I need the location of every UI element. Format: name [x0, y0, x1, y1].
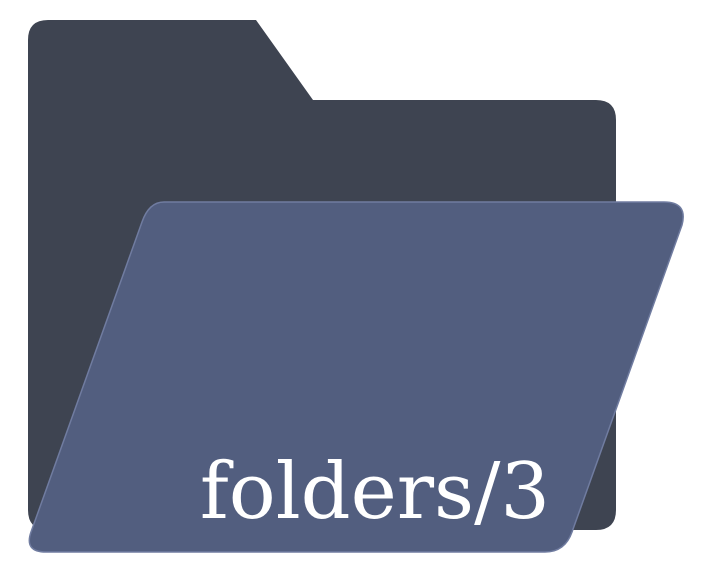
folder-front-panel: [28, 201, 684, 553]
folder-label: folders/3: [200, 447, 550, 537]
